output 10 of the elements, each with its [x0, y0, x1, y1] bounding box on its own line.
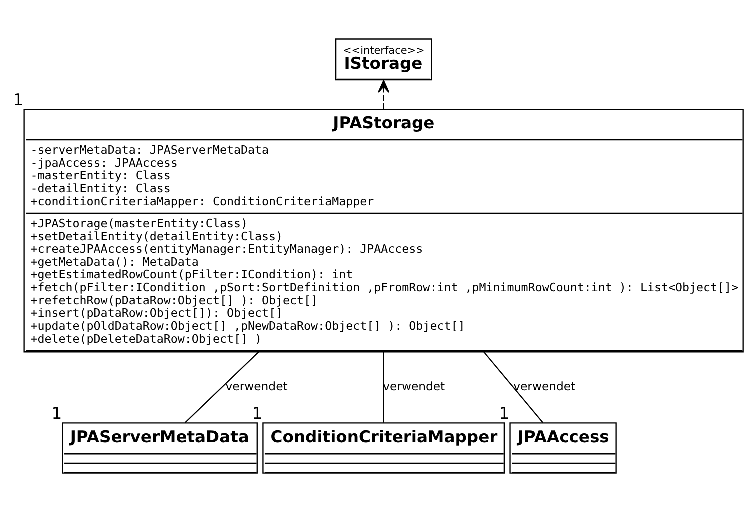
- connector: [184, 352, 260, 424]
- connector: [484, 352, 544, 424]
- node-label: 1: [52, 404, 62, 423]
- node-label: 1: [499, 404, 510, 423]
- node-label: 1: [13, 90, 24, 110]
- connector: [383, 352, 384, 423]
- node-label: 1: [252, 404, 263, 423]
- edge-label: verwendet: [514, 380, 576, 394]
- arrow: [378, 80, 390, 110]
- edge-label: verwendet: [226, 380, 288, 394]
